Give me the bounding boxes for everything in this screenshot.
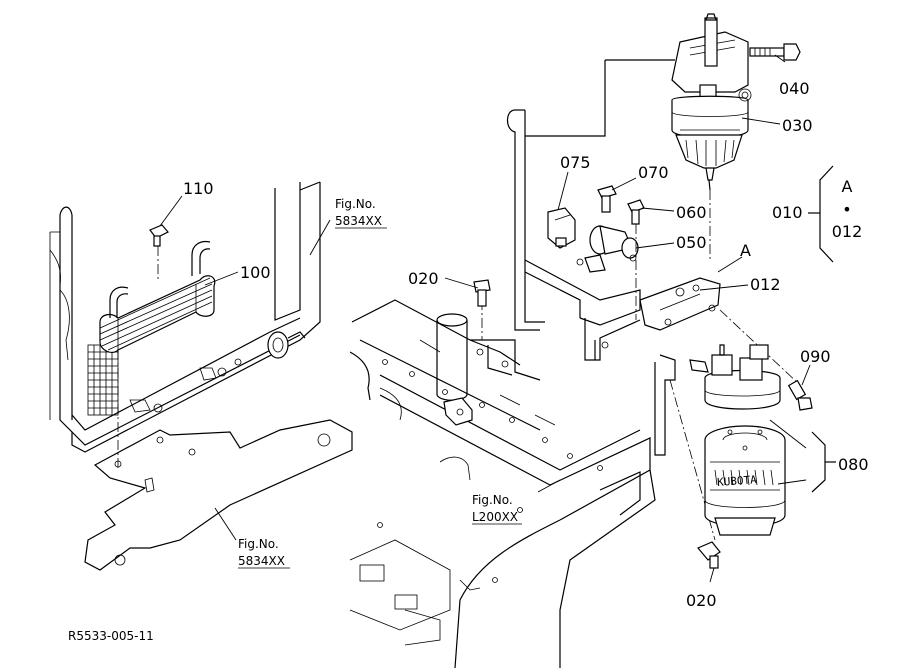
fig-ref-line2: L200XX: [472, 510, 518, 524]
group-dot: •: [842, 200, 851, 219]
sensor-050: [576, 225, 639, 273]
callout-090: 090: [800, 347, 831, 366]
fig-ref-l200xx: Fig.No. L200XX: [472, 493, 522, 525]
callout-110: 110: [183, 179, 214, 198]
group-marker-a: A: [842, 177, 853, 196]
bracket-080: [811, 431, 826, 493]
support-post: [436, 313, 473, 426]
fig-ref-5834xx-bottom: Fig.No. 5834XX: [238, 537, 290, 569]
chassis-frame: [349, 299, 656, 668]
bolt-110: [149, 224, 169, 247]
part-075: [547, 207, 576, 249]
fig-ref-line2: 5834XX: [335, 214, 382, 228]
bottom-plate: [84, 419, 353, 571]
leader-lines: [159, 54, 811, 583]
callout-020-upper: 020: [408, 269, 439, 288]
callout-100: 100: [240, 263, 271, 282]
callout-012: 012: [750, 275, 781, 294]
fig-ref-line2: 5834XX: [238, 554, 285, 568]
callout-020-lower: 020: [686, 591, 717, 610]
callout-070: 070: [638, 163, 669, 182]
fig-ref-line1: Fig.No.: [472, 493, 513, 507]
radiator-core: [87, 344, 119, 416]
fig-ref-line1: Fig.No.: [335, 197, 376, 211]
callout-050: 050: [676, 233, 707, 252]
filter-ridges: [714, 469, 774, 486]
bolt-020-lower: [697, 541, 721, 569]
water-separator-030: [671, 13, 752, 191]
bracket-012: [639, 277, 721, 331]
section-marker-a: A: [740, 241, 751, 260]
fig-ref-5834xx-top: Fig.No. 5834XX: [335, 197, 387, 229]
bolt-060: [627, 199, 645, 225]
callout-010: 010: [772, 203, 803, 222]
filter-brand: KUBOTA: [717, 473, 758, 489]
callout-030: 030: [782, 116, 813, 135]
oil-cooler-100: [99, 240, 216, 354]
bolt-090: [787, 379, 813, 411]
bolt-040: [749, 43, 801, 61]
bolt-020-upper: [473, 279, 491, 307]
group-bottom-012: 012: [832, 222, 863, 241]
fuel-filter-080: [689, 344, 786, 536]
callout-075: 075: [560, 153, 591, 172]
radiator-frame: [49, 181, 321, 453]
drawing-code: R5533-005-11: [68, 629, 154, 643]
callout-040: 040: [779, 79, 810, 98]
callout-060: 060: [676, 203, 707, 222]
bolt-070: [597, 185, 617, 213]
callout-080: 080: [838, 455, 869, 474]
group-bracket-010: A • 012 010: [772, 165, 863, 263]
fig-ref-line1: Fig.No.: [238, 537, 279, 551]
